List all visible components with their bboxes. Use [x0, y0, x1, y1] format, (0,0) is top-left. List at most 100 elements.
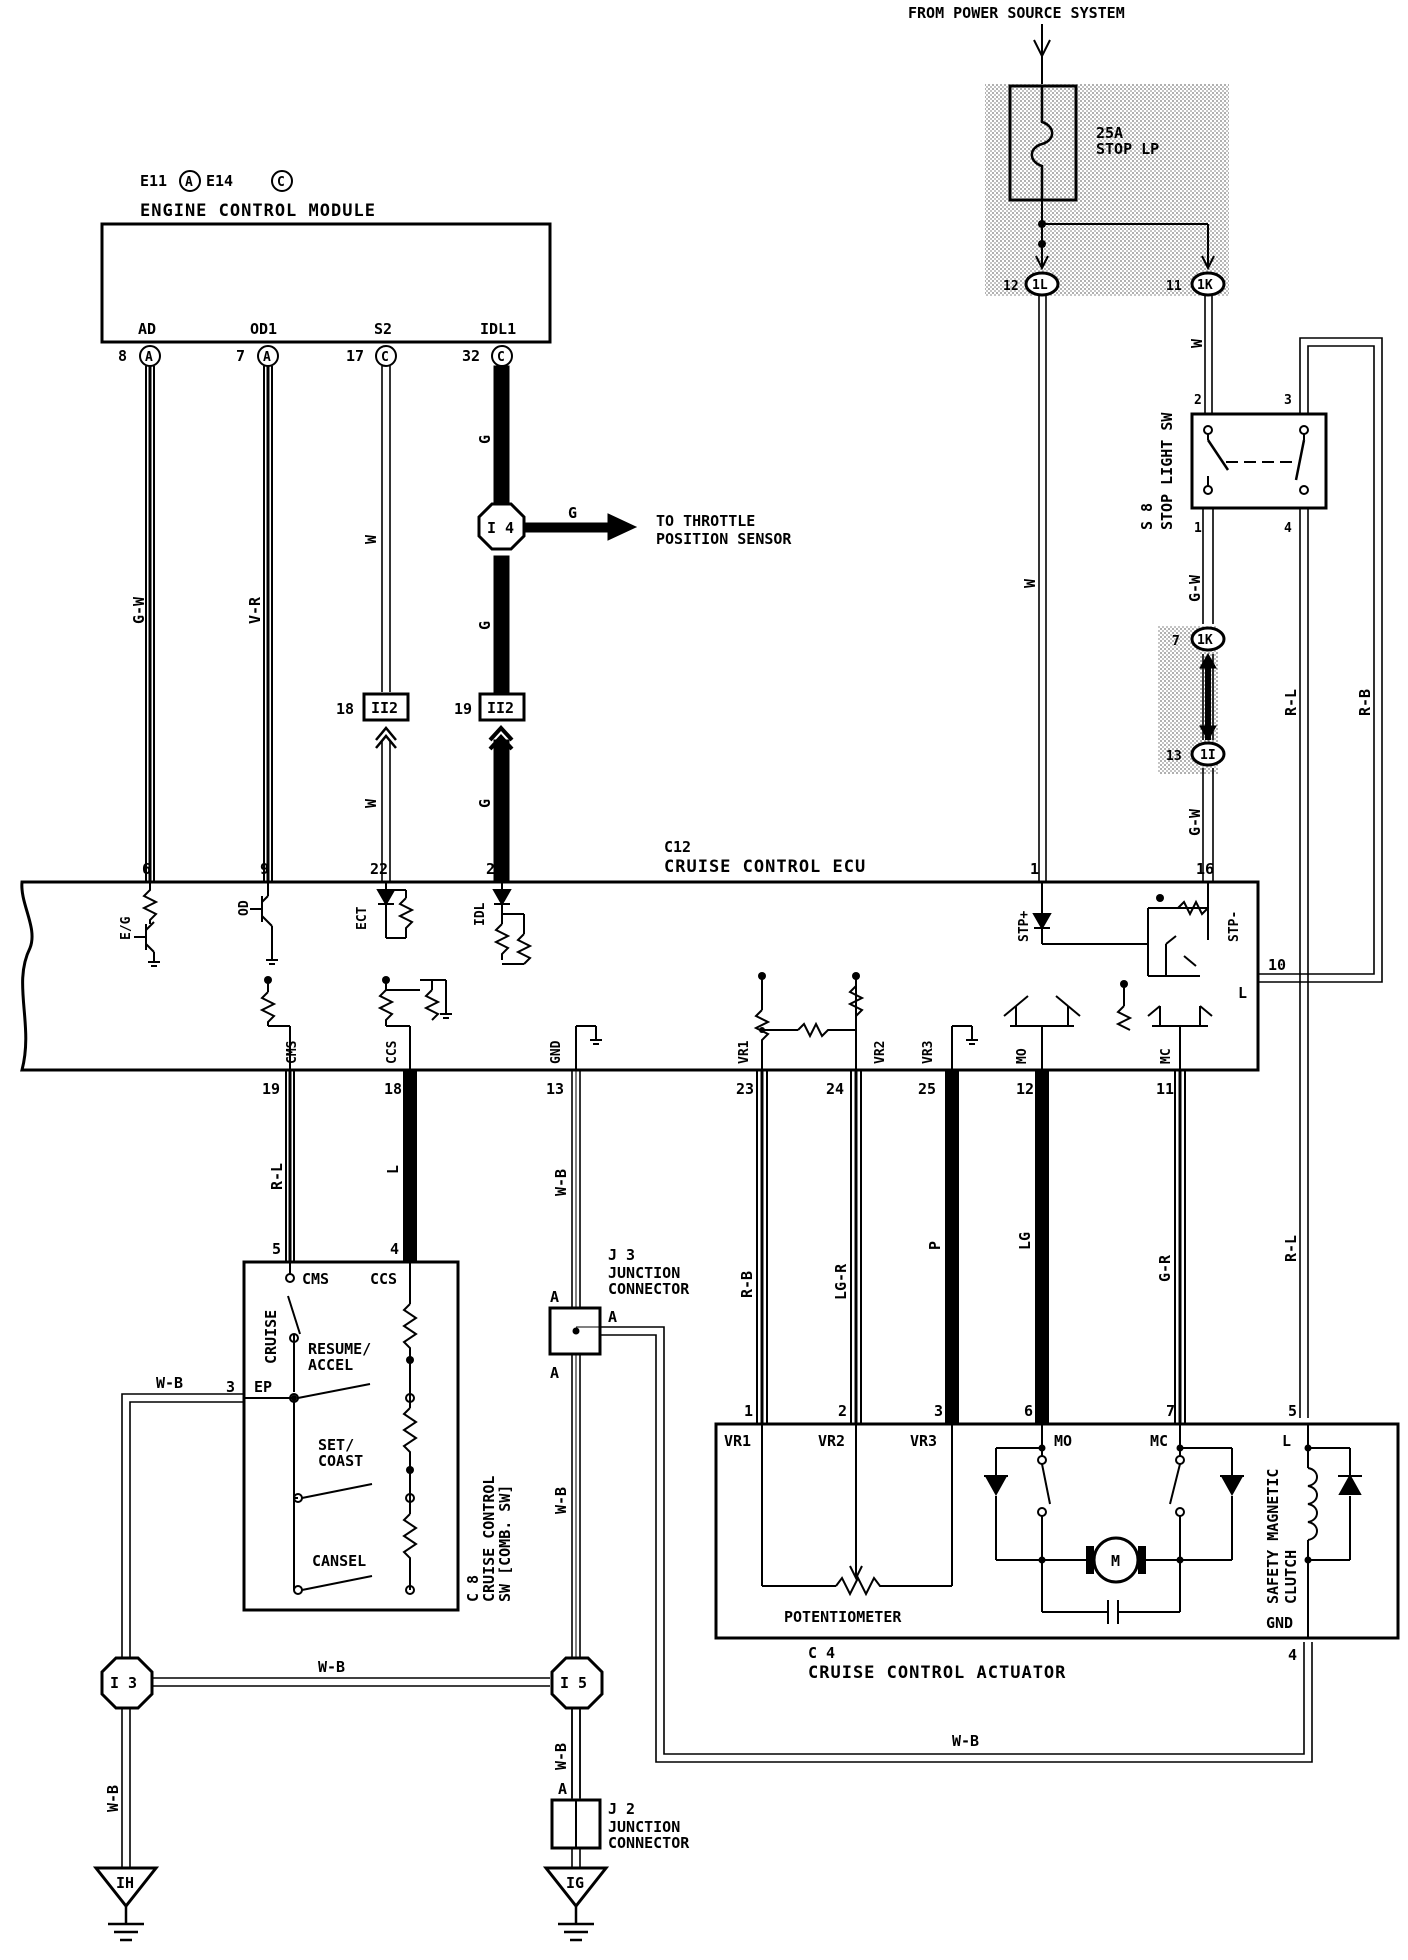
- cruise-sw-label-cms: CMS: [302, 1270, 329, 1288]
- stopsw-pin-3: 3: [1284, 393, 1292, 408]
- fuse-distribution: [1035, 200, 1215, 271]
- splice-dot: [1038, 220, 1046, 228]
- ecm-title: ENGINE CONTROL MODULE: [140, 201, 376, 221]
- ecu-label-cms: CMS: [285, 1040, 300, 1064]
- wire-label-wb-actuator: W-B: [952, 1732, 979, 1750]
- cruise-sw-resume: RESUME/: [308, 1340, 371, 1358]
- cruise-ecu-box: [20, 880, 1260, 1072]
- stopsw-code: S 8: [1138, 503, 1156, 530]
- wire-i3-i5: [152, 1677, 550, 1687]
- actuator-label-vr2: VR2: [818, 1432, 845, 1450]
- wire-j3-actuator-gnd: [576, 1326, 1313, 1763]
- wire-label-lgr-vr2: LG-R: [832, 1263, 850, 1300]
- wire-mo-lg: [1035, 1070, 1049, 1424]
- cruise-sw-set: SET/: [318, 1436, 354, 1454]
- wire-ccs-l: [403, 1070, 417, 1262]
- wire-label-rb: R-B: [1356, 689, 1374, 716]
- ecm-pin-badges: [139, 345, 513, 367]
- ecu-junction-dots: [264, 894, 1164, 1033]
- wire-ep-wb: [121, 1393, 244, 1658]
- wire-label-w-s2-upper: W: [362, 534, 380, 544]
- ecu-label-eg: E/G: [119, 916, 134, 940]
- wire-i3-ih: [121, 1708, 131, 1868]
- ecm-pin-num-7: 7: [236, 347, 245, 365]
- actuator-label-mo: MO: [1054, 1432, 1072, 1450]
- actuator-pin-4: 4: [1288, 1646, 1297, 1664]
- ecu-pin-23: 23: [736, 1080, 754, 1098]
- connector-1K-mid-pin: 7: [1172, 634, 1180, 649]
- ecu-pin-10: 10: [1268, 956, 1286, 974]
- connector-1K-mid: 1K: [1190, 626, 1226, 652]
- wire-label-wb-gnd: W-B: [552, 1169, 570, 1196]
- wire-label-wb-j3: W-B: [552, 1487, 570, 1514]
- wire-label-rl-upper: R-L: [1282, 689, 1300, 716]
- j3-node: [572, 1327, 580, 1335]
- wire-label-gw-lower: G-W: [1186, 808, 1204, 836]
- junction-i4-label: I 4: [487, 519, 514, 537]
- ecu-label-od: OD: [237, 900, 252, 916]
- wire-ad-eg: [145, 366, 155, 882]
- cruise-sw-label-ep: EP: [254, 1378, 272, 1396]
- connector-1K-top-pin: 11: [1166, 279, 1182, 294]
- ecm-pin-num-8: 8: [118, 347, 127, 365]
- ecu-label-gnd: GND: [549, 1040, 564, 1064]
- ecm-pin-name-idl1: IDL1: [480, 320, 516, 338]
- throttle-label-2: POSITION SENSOR: [656, 530, 792, 548]
- ecu-label-ccs: CCS: [385, 1040, 400, 1064]
- wire-label-gr-mc: G-R: [1156, 1254, 1174, 1282]
- cruise-sw-pin-5: 5: [272, 1240, 281, 1258]
- ecu-pin-24: 24: [826, 1080, 844, 1098]
- ecu-pin-6: 6: [142, 860, 151, 878]
- ecu-pin-label-l: L: [1238, 984, 1247, 1002]
- cruise-sw-code: C 8: [464, 1575, 482, 1602]
- ecm-connector-e11: E11: [140, 172, 167, 190]
- junction-i5-label: I 5: [560, 1674, 587, 1692]
- connector-ii2-b-pin: 19: [454, 700, 472, 718]
- ecu-pin-1: 1: [1030, 860, 1039, 878]
- wire-vr1-rb: [756, 1070, 768, 1424]
- stopsw-title: STOP LIGHT SW: [1158, 412, 1176, 530]
- j2-title: JUNCTION: [608, 1818, 680, 1836]
- power-source-label: FROM POWER SOURCE SYSTEM: [908, 4, 1125, 22]
- cruise-sw-subtitle: SW [COMB. SW]: [496, 1485, 514, 1602]
- clutch-label-1: SAFETY MAGNETIC: [1264, 1469, 1282, 1604]
- ecm-pin-conn-a2: A: [263, 350, 271, 365]
- cruise-ecu-code: C12: [664, 838, 691, 856]
- ecu-label-idl: IDL: [473, 902, 488, 926]
- ecu-pin-9: 9: [260, 860, 269, 878]
- junction-i3: [100, 1656, 154, 1710]
- ground-ig-label: IG: [566, 1874, 584, 1892]
- ecm-pin-num-17: 17: [346, 347, 364, 365]
- mated-arrow-ii2-b: [488, 725, 514, 751]
- stopsw-pin-2: 2: [1194, 393, 1202, 408]
- potentiometer-label: POTENTIOMETER: [784, 1608, 902, 1626]
- wire-label-w-s2-lower: W: [362, 798, 380, 808]
- cruise-sw-label-ccs: CCS: [370, 1270, 397, 1288]
- throttle-wire-g: G: [568, 504, 577, 522]
- wire-label-gw-upper: G-W: [1186, 574, 1204, 602]
- wire-label-lg-mo: LG: [1016, 1232, 1034, 1250]
- wire-label-w-stp: W: [1021, 578, 1039, 588]
- j3-pin-a-bottom: A: [550, 1364, 559, 1382]
- ecu-pin-13: 13: [546, 1080, 564, 1098]
- wire-cms-rl: [285, 1070, 295, 1262]
- ecu-label-mo: MO: [1015, 1048, 1030, 1064]
- wire-label-vr-od1: V-R: [246, 596, 264, 624]
- wire-label-rl-cms: R-L: [268, 1163, 286, 1190]
- connector-1I-pin: 13: [1166, 749, 1182, 764]
- wire-label-wb-i3-i5: W-B: [318, 1658, 345, 1676]
- cruise-switch-box: [242, 1260, 460, 1612]
- j3-title: JUNCTION: [608, 1264, 680, 1282]
- connector-ii2-b: [478, 692, 526, 722]
- cruise-sw-cansel: CANSEL: [312, 1552, 366, 1570]
- cruise-sw-accel: ACCEL: [308, 1356, 353, 1374]
- j3-title2: CONNECTOR: [608, 1280, 690, 1298]
- actuator-label-vr1: VR1: [724, 1432, 751, 1450]
- motor-label: M: [1111, 1552, 1120, 1570]
- ecm-connector-c-badge: [271, 170, 293, 192]
- ecm-connector-a: A: [185, 175, 193, 190]
- actuator-label-mc: MC: [1150, 1432, 1168, 1450]
- ecu-pin-21: 21: [486, 860, 504, 878]
- ecu-pin-19: 19: [262, 1080, 280, 1098]
